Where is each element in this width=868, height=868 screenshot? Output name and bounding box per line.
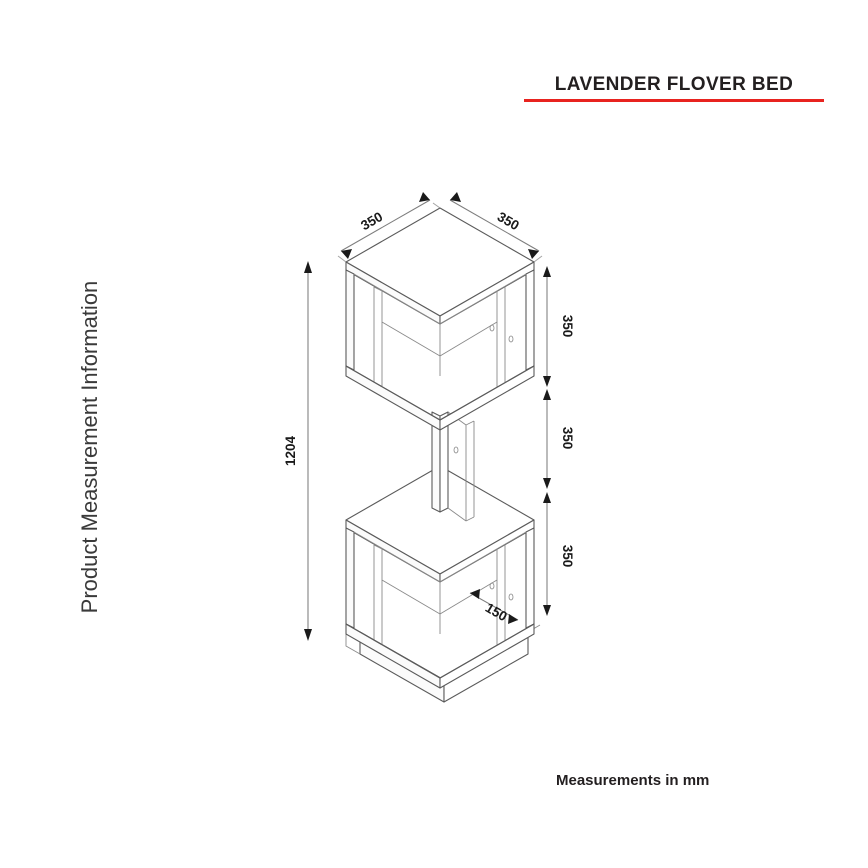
dimension-label-total-height: 1204 (283, 435, 298, 466)
middle-connector (431, 411, 475, 522)
dimension-lower-cube-height: 350 (543, 492, 575, 616)
dimension-label-lower-cube: 350 (560, 545, 575, 568)
dimension-total-height: 1204 (283, 261, 312, 641)
plinth-base (345, 623, 541, 703)
dimension-label-plinth-depth: 150 (483, 600, 510, 624)
lower-cube (345, 465, 535, 689)
dimension-label-upper-cube: 350 (560, 315, 575, 338)
dimension-label-middle-span: 350 (560, 427, 575, 450)
page-title: LAVENDER FLOVER BED (554, 74, 794, 95)
dimension-label-top-right: 350 (495, 209, 522, 233)
upper-cube (345, 207, 535, 431)
dimension-middle-span-height: 350 (543, 389, 575, 489)
title-block: LAVENDER FLOVER BED (524, 74, 824, 102)
dimension-upper-cube-height: 350 (543, 266, 575, 387)
measurement-unit-note: Measurements in mm (556, 772, 710, 789)
title-underline-rule (524, 99, 824, 102)
dimension-label-top-left: 350 (358, 209, 385, 233)
